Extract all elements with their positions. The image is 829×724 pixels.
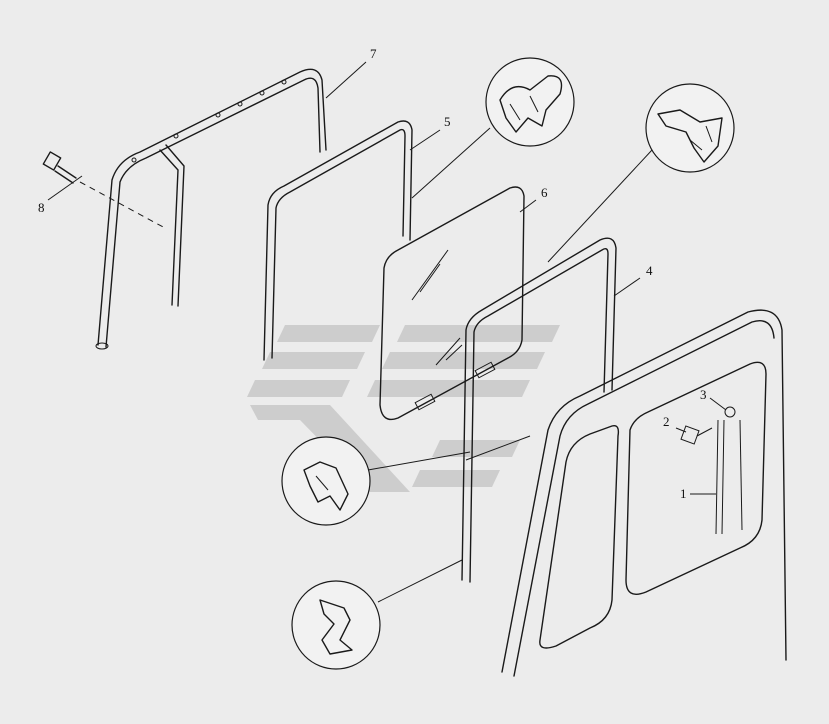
callout-4: 4: [646, 263, 653, 278]
door-body: [501, 309, 787, 677]
part-4-seal-channel: [461, 237, 617, 583]
callout-5: 5: [444, 114, 451, 129]
detail-circle-bottom-left: [291, 580, 381, 670]
part-6-glass: [379, 186, 525, 421]
part-7-outer-frame: [95, 68, 327, 350]
callout-leaders: [47, 61, 727, 495]
detail-circle-top-center: [485, 57, 575, 147]
part-5-seal-frame: [263, 120, 413, 361]
callout-1: 1: [680, 486, 687, 501]
detail-circle-middle-left: [281, 436, 371, 526]
detail-circle-top-right: [645, 83, 735, 173]
part-8-bolt: [42, 151, 166, 229]
callout-6: 6: [541, 185, 548, 200]
callout-8: 8: [38, 200, 45, 215]
detail-leaders: [367, 127, 653, 603]
callout-7: 7: [370, 46, 377, 61]
callout-2: 2: [663, 414, 670, 429]
callout-3: 3: [700, 387, 707, 402]
